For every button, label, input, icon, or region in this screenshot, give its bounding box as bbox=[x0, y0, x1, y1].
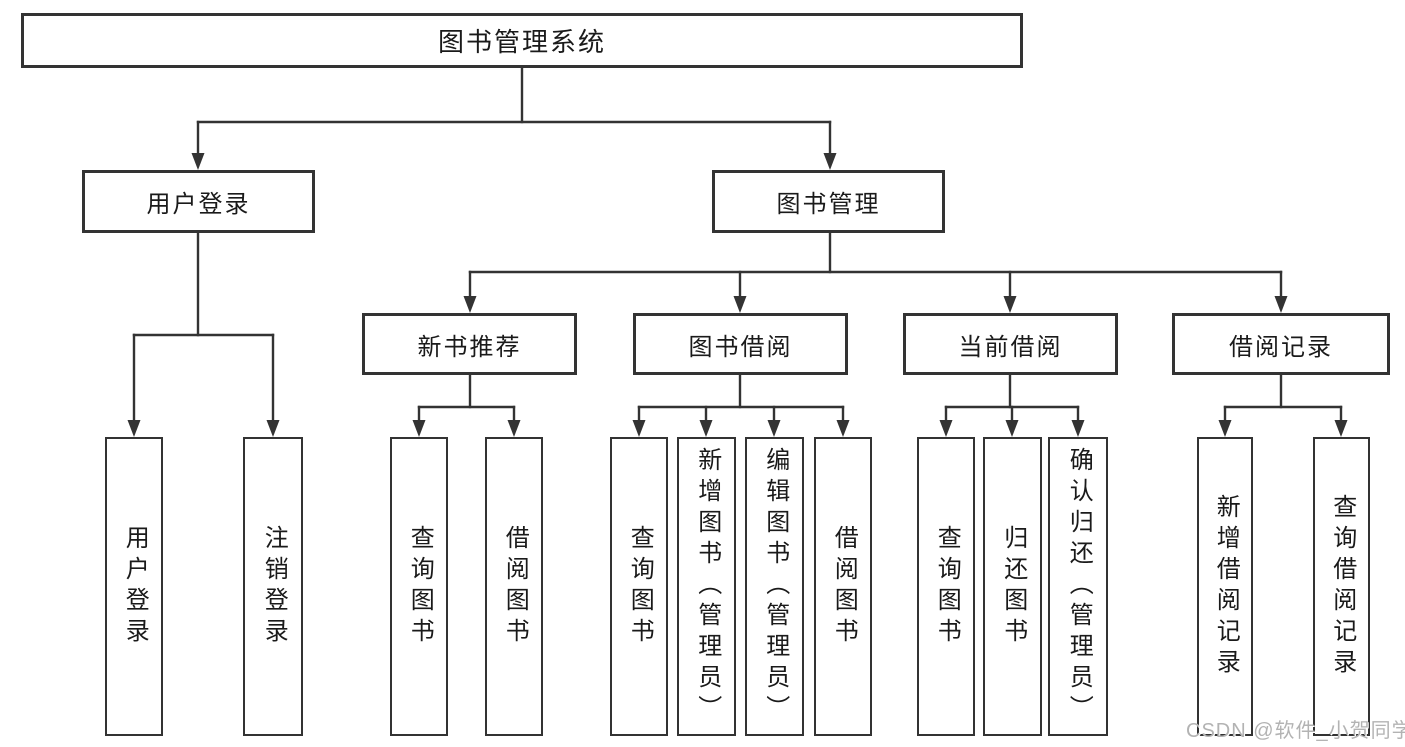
node-book-borrow: 图书借阅 bbox=[633, 313, 848, 375]
node-book-management: 图书管理 bbox=[712, 170, 945, 233]
arrowheads bbox=[127, 153, 1348, 437]
node-br-add-record: 新增借阅记录 bbox=[1197, 437, 1253, 736]
node-login: 用户登录 bbox=[105, 437, 163, 736]
node-root-system: 图书管理系统 bbox=[21, 13, 1023, 68]
node-rec-borrow-book: 借阅图书 bbox=[485, 437, 543, 736]
node-bb-query-book: 查询图书 bbox=[610, 437, 668, 736]
csdn-watermark: CSDN @软件_小贺同学 bbox=[1186, 720, 1405, 742]
node-br-query-record: 查询借阅记录 bbox=[1313, 437, 1370, 736]
node-current-borrow: 当前借阅 bbox=[903, 313, 1118, 375]
node-cb-return-book: 归还图书 bbox=[983, 437, 1042, 736]
node-user-login: 用户登录 bbox=[82, 170, 315, 233]
node-borrow-record: 借阅记录 bbox=[1172, 313, 1390, 375]
node-cb-confirm-return-admin: 确认归还（管理员） bbox=[1048, 437, 1108, 736]
node-rec-query-book: 查询图书 bbox=[390, 437, 448, 736]
node-bb-add-book-admin: 新增图书（管理员） bbox=[677, 437, 736, 736]
node-cb-query-book: 查询图书 bbox=[917, 437, 975, 736]
node-new-book-recommend: 新书推荐 bbox=[362, 313, 577, 375]
node-bb-edit-book-admin: 编辑图书（管理员） bbox=[745, 437, 804, 736]
node-bb-borrow-book: 借阅图书 bbox=[814, 437, 872, 736]
node-logout: 注销登录 bbox=[243, 437, 303, 736]
